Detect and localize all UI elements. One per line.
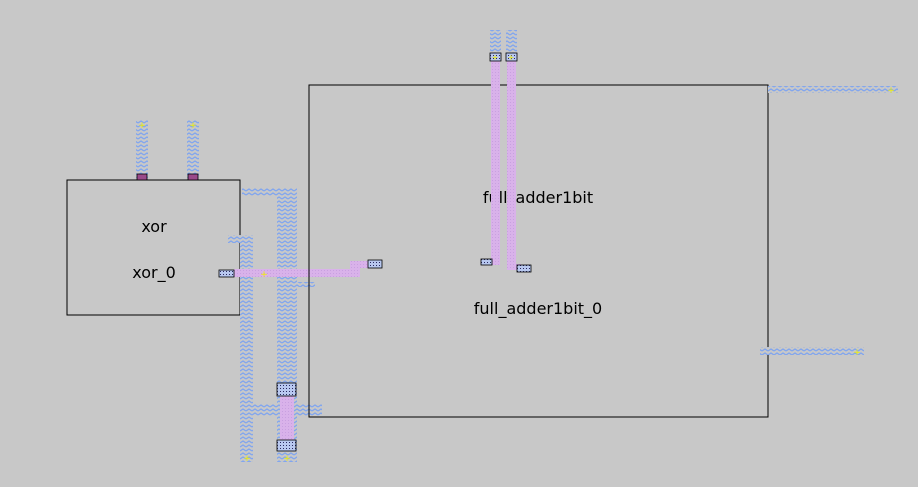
xor-cell[interactable]: xor xor_0: [66, 179, 241, 316]
bus-bottom-poly[interactable]: [280, 395, 294, 445]
bus-left-pin-marker: +: [243, 454, 251, 464]
bus-wire-top-stub[interactable]: [242, 188, 297, 196]
full-adder-cell-instance-label: full_adder1bit_0: [474, 299, 602, 319]
full-adder-output-right-wire[interactable]: [760, 347, 864, 355]
xor-output-via: [218, 269, 235, 278]
xor-output-poly-route-a[interactable]: [234, 269, 359, 277]
full-adder-input-via: [367, 259, 383, 269]
bus-upper-via: [276, 382, 297, 397]
full-adder-input-b-metal[interactable]: [506, 30, 517, 54]
bus-lower-via: [276, 439, 297, 452]
xor-cell-outline: [66, 179, 241, 316]
xor-output-poly-route-c[interactable]: [350, 261, 372, 268]
xor-output-poly-route-b[interactable]: [350, 261, 360, 277]
full-adder-input-b-via: [516, 264, 532, 273]
full-adder-output-right-pin-marker: +: [853, 348, 861, 358]
full-adder-input-b-contact: [505, 52, 518, 62]
xor-input-b-pin-marker: +: [189, 121, 197, 131]
full-adder-cell[interactable]: full_adder1bit full_adder1bit_0: [308, 84, 769, 418]
full-adder-input-a-poly[interactable]: [491, 60, 500, 265]
xor-cell-instance-label: xor_0: [132, 263, 176, 283]
bus-wire-left-stub[interactable]: [228, 235, 253, 243]
bus-wire-mid-stub[interactable]: [297, 282, 315, 287]
full-adder-input-a-metal[interactable]: [490, 30, 501, 54]
xor-input-a-pin-marker: +: [138, 121, 146, 131]
full-adder-input-b-poly[interactable]: [507, 60, 516, 270]
xor-output-pin-marker: +: [260, 270, 268, 280]
full-adder-input-b-pin-marker: +: [508, 53, 515, 62]
full-adder-output-top-pin-marker: +: [887, 86, 895, 96]
full-adder-input-a-pin-marker: +: [492, 53, 499, 62]
full-adder-cell-outline: [308, 84, 769, 418]
full-adder-input-a-via: [480, 258, 493, 266]
xor-input-a-wire[interactable]: [136, 120, 148, 178]
xor-input-b-wire[interactable]: [187, 120, 199, 178]
xor-input-b-contact: [187, 173, 199, 181]
full-adder-input-b-poly-foot[interactable]: [507, 264, 521, 270]
bus-right-pin-marker: +: [283, 454, 291, 464]
xor-cell-type-label: xor: [141, 217, 167, 236]
full-adder-output-top-wire[interactable]: [768, 86, 898, 93]
full-adder-input-a-contact: [489, 52, 502, 62]
xor-input-a-contact: [136, 173, 148, 181]
